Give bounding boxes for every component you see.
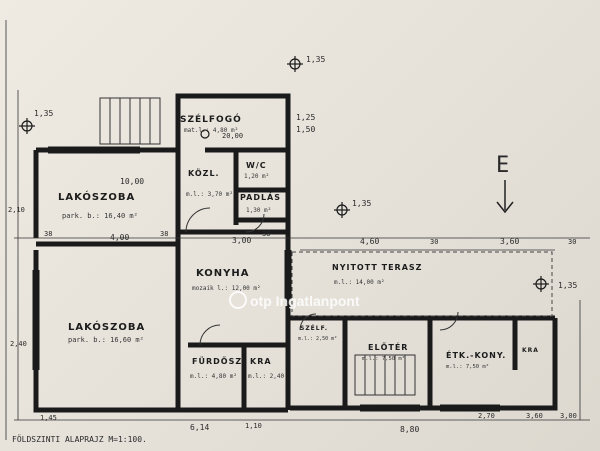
room-eloter-name: ELŐTÉR bbox=[368, 341, 408, 352]
room-kra2-name: KRA bbox=[522, 347, 539, 354]
dim-110: 1,10 bbox=[245, 422, 262, 430]
dim-360-b: 3,60 bbox=[526, 412, 543, 420]
room-terasz-area: m.l.: 14,00 m² bbox=[334, 279, 385, 286]
room-szelfogo2-area: m.l.: 2,50 m² bbox=[298, 336, 337, 342]
room-lakoszoba2-area: park. b.: 16,60 m² bbox=[68, 336, 144, 344]
dim-1000: 10,00 bbox=[120, 177, 144, 186]
dim-135-right: 1,35 bbox=[558, 281, 577, 290]
room-szelfogo2-name: SZÉLF. bbox=[300, 324, 328, 332]
compass-letter: E bbox=[496, 153, 509, 178]
dim-2000: 20,00 bbox=[222, 132, 243, 140]
room-kamra-area: m.l.: 2,40 bbox=[248, 373, 285, 380]
dim-125: 1,25 bbox=[296, 113, 315, 122]
dim-300-b: 3,00 bbox=[560, 412, 577, 420]
dim-30-b: 30 bbox=[568, 238, 576, 246]
dim-135-left: 1,35 bbox=[34, 109, 53, 118]
dim-210: 2,10 bbox=[8, 206, 25, 214]
room-wc-name: W/C bbox=[246, 161, 267, 170]
entrance-steps bbox=[99, 97, 161, 145]
compass: E bbox=[496, 153, 514, 214]
dim-270: 2,70 bbox=[478, 412, 495, 420]
dim-360: 3,60 bbox=[500, 237, 519, 246]
room-lakoszoba1-name: LAKÓSZOBA bbox=[58, 190, 135, 203]
walls bbox=[33, 93, 558, 413]
dim-460: 4,60 bbox=[360, 237, 379, 246]
room-eloter-area: m.l.: 7,50 m² bbox=[362, 355, 405, 362]
interior-stairs bbox=[354, 354, 416, 396]
room-terasz-name: NYITOTT TERASZ bbox=[332, 263, 422, 272]
room-labels: SZÉLFOGÓ mat.l.: 4,80 m² KÖZL. m.l.: 3,7… bbox=[58, 113, 539, 380]
dim-880: 8,80 bbox=[400, 425, 419, 434]
drawing-caption: FÖLDSZINTI ALAPRAJZ M=1:100. bbox=[12, 434, 147, 444]
dim-38-a: 38 bbox=[44, 230, 52, 238]
room-lakoszoba1-area: park. b.: 16,40 m² bbox=[62, 212, 138, 220]
dim-30-a: 30 bbox=[430, 238, 438, 246]
dim-614: 6,14 bbox=[190, 423, 209, 432]
dim-300: 3,00 bbox=[232, 236, 251, 245]
dim-145: 1,45 bbox=[40, 414, 57, 422]
room-padlas-name: PADLÁS bbox=[240, 191, 281, 202]
room-kozl-name: KÖZL. bbox=[188, 168, 220, 178]
room-furdo-name: FÜRDŐSZ. bbox=[192, 356, 246, 366]
room-szelfogo-name: SZÉLFOGÓ bbox=[180, 113, 242, 125]
room-etkezo-name: ÉTK.-KONY. bbox=[446, 349, 506, 360]
door-swings bbox=[185, 207, 459, 346]
dim-38-c: 38 bbox=[262, 230, 270, 238]
dim-135-mid: 1,35 bbox=[352, 199, 371, 208]
dim-240: 2,40 bbox=[10, 340, 27, 348]
room-kamra-name: KRA bbox=[250, 357, 272, 366]
windows bbox=[32, 146, 500, 412]
room-lakoszoba2-name: LAKÓSZOBA bbox=[68, 320, 145, 333]
room-konyha-name: KONYHA bbox=[196, 268, 250, 279]
watermark: otp Ingatlanpont bbox=[229, 291, 360, 309]
dim-38-b: 38 bbox=[160, 230, 168, 238]
level-markers bbox=[19, 56, 549, 292]
room-szelfogo-area: mat.l.: 4,80 m² bbox=[184, 127, 238, 134]
watermark-text: otp Ingatlanpont bbox=[250, 293, 360, 309]
dimension-lines bbox=[14, 90, 590, 421]
room-kozl-area: m.l.: 3,70 m² bbox=[186, 191, 233, 198]
room-furdo-area: m.l.: 4,80 m² bbox=[190, 373, 237, 380]
terrace-outline bbox=[291, 251, 553, 317]
room-padlas-area: 1,30 m² bbox=[246, 207, 271, 214]
dim-150: 1,50 bbox=[296, 125, 315, 134]
dim-400: 4,00 bbox=[110, 233, 129, 242]
dim-135-top: 1,35 bbox=[306, 55, 325, 64]
watermark-logo-icon bbox=[229, 291, 247, 309]
room-konyha-area: mozaik l.: 12,00 m² bbox=[192, 285, 261, 292]
room-wc-area: 1,20 m² bbox=[244, 173, 269, 180]
room-etkezo-area: m.l.: 7,50 m² bbox=[446, 363, 489, 370]
dimension-labels: 1,35 1,35 1,35 1,35 1,25 1,50 20,00 10,0… bbox=[8, 55, 577, 434]
